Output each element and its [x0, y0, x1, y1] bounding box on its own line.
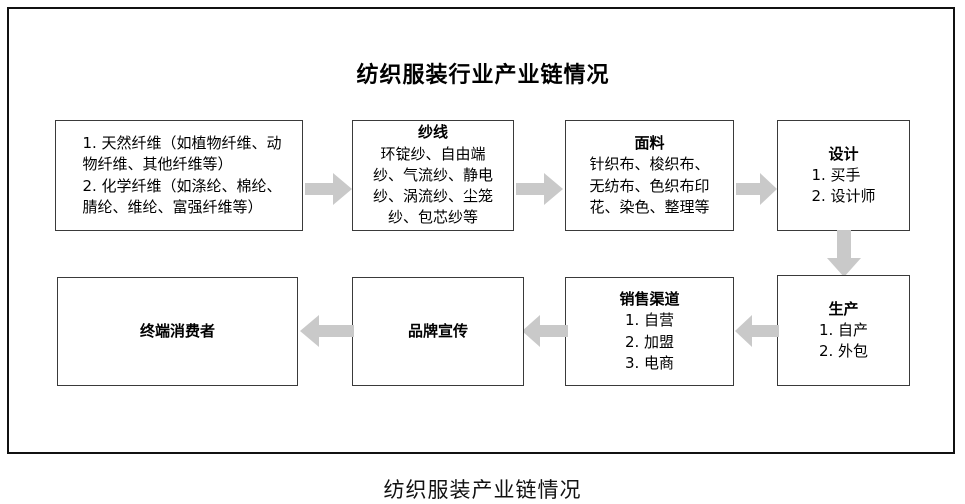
node-fiber-line-1: 1. 天然纤维（如植物纤维、动	[82, 133, 282, 152]
node-fabric: 面料 针织布、梭织布、 无纺布、色织布印 花、染色、整理等	[565, 120, 734, 231]
arrow-design-to-production	[823, 230, 865, 278]
node-design-title: 设计	[828, 144, 859, 163]
node-yarn-title: 纱线	[417, 123, 448, 142]
node-production-line-2: 2. 外包	[818, 342, 869, 361]
node-production-title: 生产	[828, 299, 859, 318]
arrow-fiber-to-yarn	[305, 169, 353, 209]
node-production: 生产 1. 自产 2. 外包	[777, 275, 910, 386]
node-production-line-1: 1. 自产	[818, 320, 869, 339]
node-brand-title: 品牌宣传	[407, 321, 468, 340]
node-design-line-2: 2. 设计师	[811, 187, 876, 206]
arrow-production-to-channel	[734, 311, 780, 351]
node-design: 设计 1. 买手 2. 设计师	[777, 120, 910, 231]
node-channel-line-1: 1. 自营	[624, 311, 675, 330]
node-channel-line-2: 2. 加盟	[624, 332, 675, 351]
node-design-lines: 1. 买手 2. 设计师	[811, 165, 875, 208]
arrow-yarn-to-fabric	[516, 169, 564, 209]
node-fiber: 1. 天然纤维（如植物纤维、动 物纤维、其他纤维等） 2. 化学纤维（如涤纶、棉…	[55, 120, 303, 231]
node-yarn-line-3: 纱、涡流纱、尘笼	[372, 187, 493, 206]
node-yarn-line-4: 纱、包芯纱等	[387, 208, 478, 227]
node-channel-title: 销售渠道	[619, 289, 680, 308]
node-fiber-line-3: 2. 化学纤维（如涤纶、棉纶、	[82, 176, 282, 195]
node-consumer: 终端消费者	[57, 277, 298, 386]
page-title: 纺织服装行业产业链情况	[356, 63, 610, 88]
figure-caption: 纺织服装产业链情况	[383, 478, 582, 502]
node-fabric-line-2: 无纺布、色织布印	[589, 176, 710, 195]
node-consumer-title: 终端消费者	[139, 321, 215, 340]
node-channel: 销售渠道 1. 自营 2. 加盟 3. 电商	[565, 277, 734, 386]
node-fabric-title: 面料	[634, 133, 665, 152]
node-fiber-line-4: 腈纶、维纶、富强纤维等）	[82, 197, 263, 216]
node-yarn-line-1: 环锭纱、自由端	[380, 144, 486, 163]
node-fiber-line-2: 物纤维、其他纤维等）	[82, 155, 233, 174]
arrow-brand-to-consumer	[299, 311, 355, 351]
node-yarn-lines: 环锭纱、自由端 纱、气流纱、静电 纱、涡流纱、尘笼 纱、包芯纱等	[359, 144, 507, 229]
node-fabric-lines: 针织布、梭织布、 无纺布、色织布印 花、染色、整理等	[572, 154, 727, 218]
arrow-channel-to-brand	[521, 311, 569, 351]
node-yarn-line-2: 纱、气流纱、静电	[372, 165, 493, 184]
node-fabric-line-3: 花、染色、整理等	[589, 197, 710, 216]
node-fiber-lines: 1. 天然纤维（如植物纤维、动 物纤维、其他纤维等） 2. 化学纤维（如涤纶、棉…	[82, 133, 281, 218]
node-channel-line-3: 3. 电商	[624, 353, 675, 372]
diagram-frame: 纺织服装行业产业链情况 1. 天然纤维（如植物纤维、动 物纤维、其他纤维等） 2…	[7, 7, 955, 454]
node-brand: 品牌宣传	[352, 277, 524, 386]
node-production-lines: 1. 自产 2. 外包	[819, 320, 868, 363]
node-fabric-line-1: 针织布、梭织布、	[589, 155, 710, 174]
node-design-line-1: 1. 买手	[811, 165, 861, 184]
node-yarn: 纱线 环锭纱、自由端 纱、气流纱、静电 纱、涡流纱、尘笼 纱、包芯纱等	[352, 120, 514, 231]
node-channel-lines: 1. 自营 2. 加盟 3. 电商	[625, 310, 674, 374]
arrow-fabric-to-design	[736, 169, 778, 209]
